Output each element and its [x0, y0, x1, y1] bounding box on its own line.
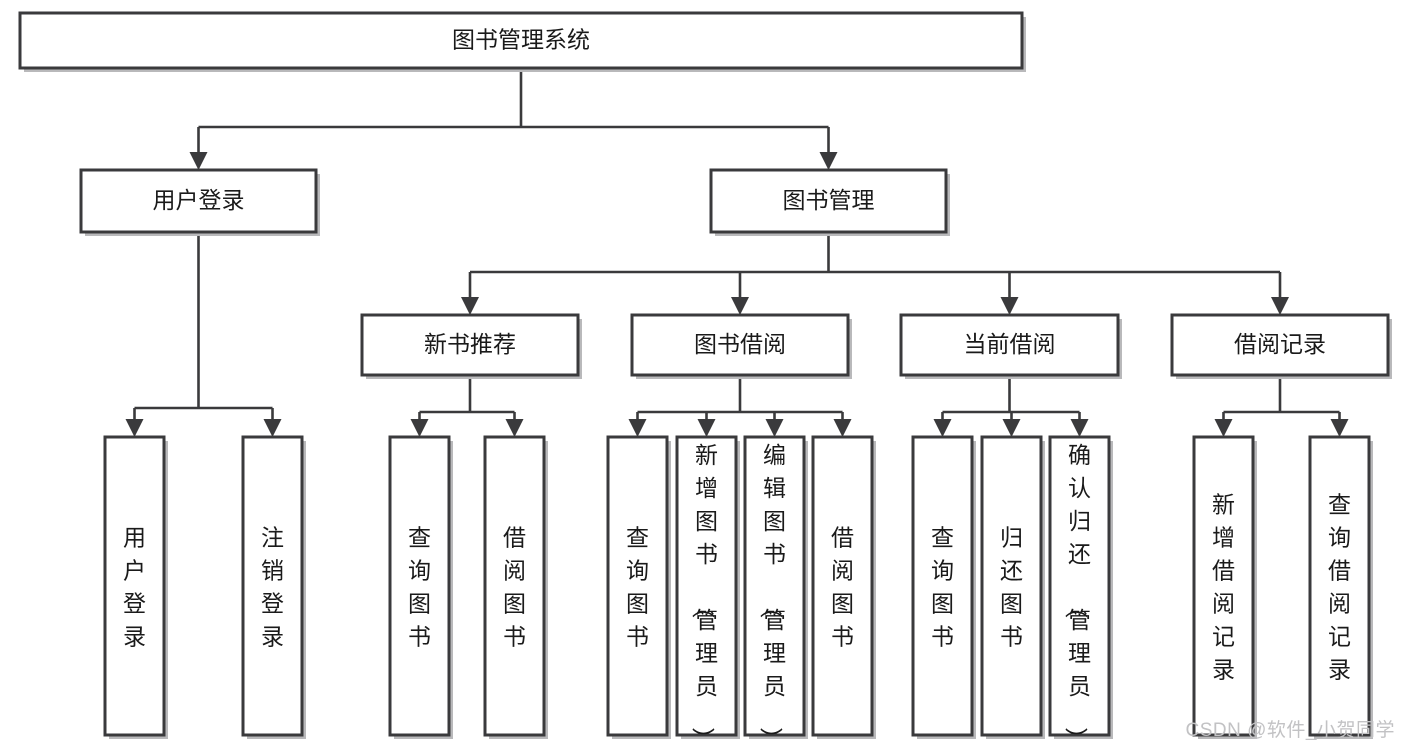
- node-box[interactable]: [103, 435, 166, 737]
- node-box[interactable]: [980, 435, 1043, 737]
- node-label-vertical: 新增图书（管理员）: [690, 442, 718, 747]
- arrow-head-icon: [819, 152, 838, 170]
- node-root-图书管理系统-0[interactable]: 图书管理系统: [18, 11, 1026, 72]
- node-box[interactable]: [606, 435, 669, 737]
- node-box[interactable]: [709, 168, 948, 234]
- node-label: 图书管理系统: [452, 27, 590, 53]
- edges-layer: [125, 68, 1349, 437]
- node-label-vertical: 借阅图书: [503, 525, 526, 650]
- arrow-head-icon: [765, 419, 784, 437]
- arrow-head-icon: [628, 419, 647, 437]
- watermark-label: CSDN @软件_小贺同学: [1185, 720, 1395, 741]
- node-label-vertical: 确认归还（管理员）: [1063, 442, 1091, 747]
- nodes-layer: 图书管理系统用户登录图书管理新书推荐图书借阅当前借阅借阅记录用户登录注销登录查询…: [18, 11, 1392, 747]
- node-leaf-查询图书-8[interactable]: 查询图书: [911, 435, 976, 739]
- node-label: 借阅记录: [1234, 331, 1326, 357]
- arrow-head-icon: [1002, 419, 1021, 437]
- node-label-vertical: 编辑图书（管理员）: [758, 442, 786, 747]
- node-label-vertical: 新增借阅记录: [1212, 492, 1235, 683]
- node-label-vertical: 查询图书: [931, 525, 954, 650]
- node-label-vertical: 查询借阅记录: [1328, 492, 1351, 683]
- arrow-head-icon: [1000, 297, 1019, 315]
- node-l3-新书推荐-0[interactable]: 新书推荐: [360, 313, 582, 379]
- node-leaf-注销登录-1[interactable]: 注销登录: [241, 435, 306, 739]
- node-box[interactable]: [1048, 435, 1111, 737]
- node-label: 用户登录: [153, 187, 245, 213]
- node-label-vertical: 归还图书: [1000, 525, 1023, 650]
- node-box[interactable]: [79, 168, 318, 234]
- arrow-head-icon: [125, 419, 144, 437]
- node-leaf-查询借阅记录-12[interactable]: 查询借阅记录: [1308, 435, 1373, 739]
- arrow-head-icon: [1070, 419, 1089, 437]
- node-box[interactable]: [483, 435, 546, 737]
- node-box[interactable]: [811, 435, 874, 737]
- node-l2-用户登录-0[interactable]: 用户登录: [79, 168, 320, 236]
- node-box[interactable]: [675, 435, 738, 737]
- arrow-head-icon: [1214, 419, 1233, 437]
- node-leaf-新增借阅记录-11[interactable]: 新增借阅记录: [1192, 435, 1257, 739]
- arrow-head-icon: [505, 419, 524, 437]
- arrow-head-icon: [410, 419, 429, 437]
- node-l3-图书借阅-1[interactable]: 图书借阅: [630, 313, 852, 379]
- node-leaf-借阅图书-3[interactable]: 借阅图书: [483, 435, 548, 739]
- node-leaf-查询图书-2[interactable]: 查询图书: [388, 435, 453, 739]
- node-label-vertical: 注销登录: [261, 525, 284, 650]
- node-box[interactable]: [241, 435, 304, 737]
- node-leaf-用户登录-0[interactable]: 用户登录: [103, 435, 168, 739]
- node-label: 图书借阅: [694, 331, 786, 357]
- arrow-head-icon: [697, 419, 716, 437]
- node-box[interactable]: [1192, 435, 1255, 737]
- node-box[interactable]: [630, 313, 850, 377]
- node-box[interactable]: [911, 435, 974, 737]
- node-label-vertical: 查询图书: [626, 525, 649, 650]
- arrow-head-icon: [1271, 297, 1289, 315]
- node-box[interactable]: [743, 435, 806, 737]
- arrow-head-icon: [461, 297, 479, 315]
- arrow-head-icon: [933, 419, 952, 437]
- node-box[interactable]: [388, 435, 451, 737]
- node-leaf-借阅图书-7[interactable]: 借阅图书: [811, 435, 876, 739]
- node-leaf-编辑图书管理员-6[interactable]: 编辑图书（管理员）: [743, 435, 808, 747]
- node-label-vertical: 借阅图书: [831, 525, 854, 650]
- arrow-head-icon: [263, 419, 282, 437]
- node-leaf-查询图书-4[interactable]: 查询图书: [606, 435, 671, 739]
- node-l3-借阅记录-3[interactable]: 借阅记录: [1170, 313, 1392, 379]
- arrow-head-icon: [189, 152, 208, 170]
- arrow-head-icon: [731, 297, 749, 315]
- node-leaf-新增图书管理员-5[interactable]: 新增图书（管理员）: [675, 435, 740, 747]
- node-label: 图书管理: [783, 187, 875, 213]
- node-box[interactable]: [1308, 435, 1371, 737]
- node-l3-当前借阅-2[interactable]: 当前借阅: [899, 313, 1122, 379]
- node-label-vertical: 查询图书: [408, 525, 431, 650]
- node-label: 新书推荐: [424, 331, 516, 357]
- arrow-head-icon: [1330, 419, 1349, 437]
- node-leaf-归还图书-9[interactable]: 归还图书: [980, 435, 1045, 739]
- node-label: 当前借阅: [964, 331, 1056, 357]
- node-box[interactable]: [360, 313, 580, 377]
- node-box[interactable]: [1170, 313, 1390, 377]
- node-box[interactable]: [899, 313, 1120, 377]
- node-box[interactable]: [18, 11, 1024, 70]
- node-l2-图书管理-1[interactable]: 图书管理: [709, 168, 950, 236]
- arrow-head-icon: [833, 419, 852, 437]
- node-leaf-确认归还管理员-10[interactable]: 确认归还（管理员）: [1048, 435, 1113, 747]
- node-label-vertical: 用户登录: [123, 525, 146, 650]
